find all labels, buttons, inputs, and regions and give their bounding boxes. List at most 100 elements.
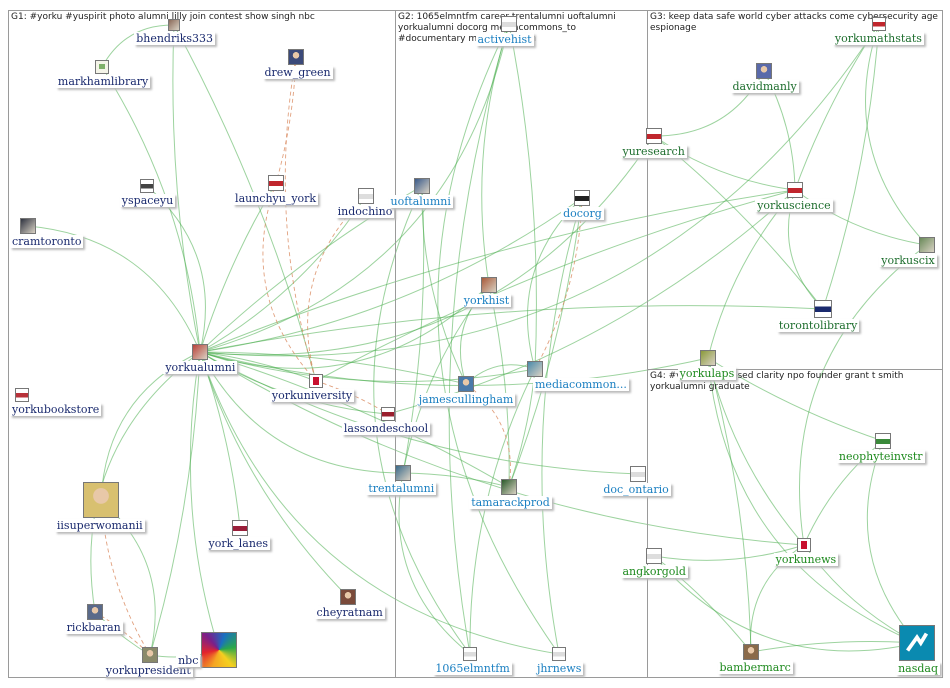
logo-icon[interactable] [140,179,154,193]
node-label: launchyu_york [233,192,318,205]
node-activehist[interactable]: activehist [476,33,534,46]
node-label: yorkualumni [163,361,237,374]
node-label: jamescullingham [417,393,516,406]
avatar-icon[interactable] [83,482,119,518]
logo-icon[interactable] [646,128,662,144]
node-iisuperwomanii[interactable]: iisuperwomanii [55,519,145,532]
logo-icon[interactable] [381,407,395,421]
logo-icon[interactable] [552,647,566,661]
node-label: tamarackprod [469,496,552,509]
node-nasdaq[interactable]: nasdaq [896,662,940,675]
group-title-g3: G3: keep data safe world cyber attacks c… [650,12,940,34]
node-label: yorkumathstats [833,32,924,45]
logo-icon[interactable] [814,300,832,318]
node-markhamlibrary[interactable]: markhamlibrary [56,75,150,88]
node-tamarackprod[interactable]: tamarackprod [469,496,552,509]
avatar-icon[interactable] [142,647,158,663]
avatar-icon[interactable] [288,49,304,65]
photo-icon[interactable] [395,465,411,481]
node-yspaceyu[interactable]: yspaceyu [120,194,175,207]
avatar-icon[interactable] [458,376,474,392]
node-yorkuscix[interactable]: yorkuscix [879,254,936,267]
node-lassondeschool[interactable]: lassondeschool [342,422,430,435]
node-label: davidmanly [731,80,799,93]
node-torontolibrary[interactable]: torontolibrary [777,319,859,332]
node-jamescullingham[interactable]: jamescullingham [417,393,516,406]
logo-icon[interactable] [875,433,891,449]
node-label: neophyteinvstr [837,450,925,463]
photo-icon[interactable] [192,344,208,360]
node-yuresearch[interactable]: yuresearch [621,145,687,158]
node-label: bambermarc [718,661,793,674]
photo-icon[interactable] [168,19,180,31]
york-logo-icon[interactable] [797,538,811,552]
photo-icon[interactable] [501,479,517,495]
node-label: mediacommon... [533,378,629,391]
avatar-icon[interactable] [756,63,772,79]
node-yorkumathstats[interactable]: yorkumathstats [833,32,924,45]
logo-icon[interactable] [15,388,29,402]
node-jhrnews[interactable]: jhrnews [535,662,583,675]
node-doc_ontario[interactable]: doc_ontario [601,483,670,496]
node-label: yorkhist [462,294,511,307]
avatar-icon[interactable] [87,604,103,620]
node-neophyteinvstr[interactable]: neophyteinvstr [837,450,925,463]
library-logo-icon[interactable] [95,60,109,74]
node-label: york_lanes [207,537,271,550]
photo-icon[interactable] [527,361,543,377]
node-label: nbc [176,654,200,667]
node-label: indochino [336,205,395,218]
node-drew_green[interactable]: drew_green [263,66,333,79]
node-yorkualumni[interactable]: yorkualumni [163,361,237,374]
node-trentalumni[interactable]: trentalumni [366,482,436,495]
logo-icon[interactable] [787,182,803,198]
logo-icon[interactable] [358,188,374,204]
york-logo-icon[interactable] [309,374,323,388]
photo-icon[interactable] [414,178,430,194]
logo-icon[interactable] [630,466,646,482]
photo-icon[interactable] [700,350,716,366]
node-label: drew_green [263,66,333,79]
nbc-peacock-icon[interactable] [201,632,237,668]
node-yorkuscience[interactable]: yorkuscience [755,199,832,212]
photo-icon[interactable] [20,218,36,234]
photo-icon[interactable] [481,277,497,293]
avatar-icon[interactable] [743,644,759,660]
node-docorg[interactable]: docorg [561,207,604,220]
logo-icon[interactable] [574,190,590,206]
node-label: lassondeschool [342,422,430,435]
node-mediacommons[interactable]: mediacommon... [533,378,629,391]
node-launchyu_york[interactable]: launchyu_york [233,192,318,205]
node-yorkuniversity[interactable]: yorkuniversity [270,389,354,402]
node-yorkhist[interactable]: yorkhist [462,294,511,307]
node-davidmanly[interactable]: davidmanly [731,80,799,93]
node-uoftalumni[interactable]: uoftalumni [389,195,453,208]
node-yorkulaps[interactable]: yorkulaps [678,367,737,380]
node-label: torontolibrary [777,319,859,332]
node-bambermarc[interactable]: bambermarc [718,661,793,674]
avatar-icon[interactable] [340,589,356,605]
nasdaq-logo-icon[interactable] [899,625,935,661]
node-label: bhendriks333 [134,32,215,45]
node-yorkunews[interactable]: yorkunews [774,553,839,566]
node-rickbaran[interactable]: rickbaran [65,621,123,634]
logo-icon[interactable] [872,17,886,31]
logo-icon[interactable] [646,548,662,564]
node-label: trentalumni [366,482,436,495]
node-label: uoftalumni [389,195,453,208]
logo-icon[interactable] [268,175,284,191]
node-cramtoronto[interactable]: cramtoronto [10,235,83,248]
node-york_lanes[interactable]: york_lanes [207,537,271,550]
logo-icon[interactable] [501,16,517,32]
node-nbc[interactable]: nbc [176,654,200,667]
photo-icon[interactable] [919,237,935,253]
node-1065elmntfm[interactable]: 1065elmntfm [433,662,511,675]
node-angkorgold[interactable]: angkorgold [621,565,688,578]
node-indochino[interactable]: indochino [336,205,395,218]
logo-icon[interactable] [232,520,248,536]
node-label: doc_ontario [601,483,670,496]
node-cheyratnam[interactable]: cheyratnam [315,606,385,619]
node-yorkubookstore[interactable]: yorkubookstore [10,403,101,416]
node-bhendriks333[interactable]: bhendriks333 [134,32,215,45]
logo-icon[interactable] [463,647,477,661]
